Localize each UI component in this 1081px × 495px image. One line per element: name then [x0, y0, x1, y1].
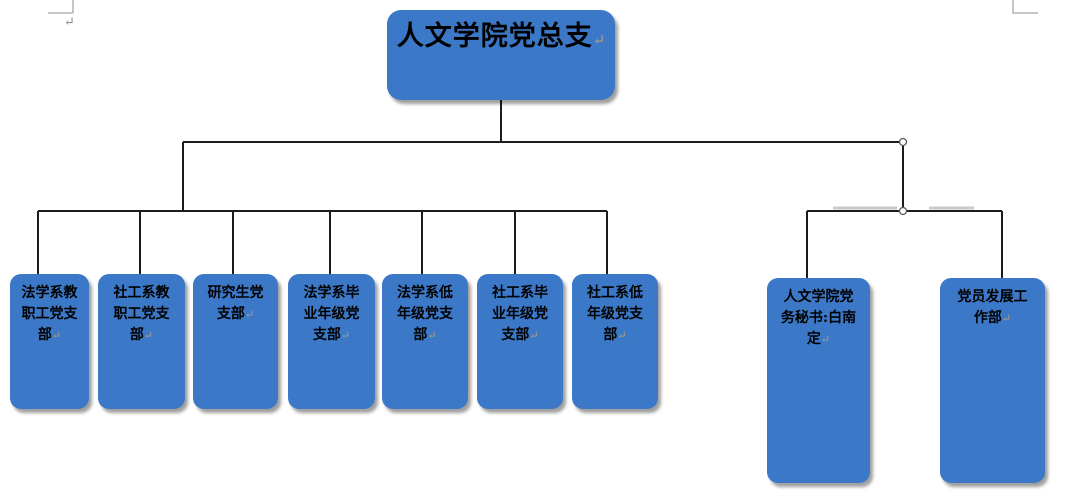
node-party-affairs-secretary[interactable]: 人文学院党务秘书:白南定↵	[767, 278, 870, 483]
text-boundary-marks	[48, 0, 1038, 14]
node-label-text: 党员发展工作部	[957, 289, 1028, 326]
node-label: 法学系低年级党支部↵	[395, 283, 455, 346]
node-label-text: 法学系教职工党支部	[21, 285, 78, 343]
node-label: 法学系毕业年级党支部↵	[302, 283, 362, 346]
node-label: 社工系毕业年级党支部↵	[490, 283, 550, 346]
paragraph-mark: ↵	[340, 329, 351, 342]
node-label-text: 社工系教职工党支部	[113, 285, 170, 343]
paragraph-mark: ↵	[244, 308, 255, 321]
paragraph-mark: ↵	[143, 329, 154, 342]
node-label: 法学系教职工党支部↵	[20, 283, 80, 346]
paragraph-mark: ↵	[51, 329, 62, 342]
paragraph-mark: ↵	[1001, 312, 1012, 325]
connector-lines	[37, 100, 1003, 279]
node-graduate-student-branch[interactable]: 研究生党支部↵	[193, 274, 278, 409]
node-member-development-dept[interactable]: 党员发展工作部↵	[940, 278, 1045, 483]
node-label-text: 人文学院党务秘书:白南定	[780, 289, 857, 347]
node-law-graduating-grade-branch[interactable]: 法学系毕业年级党支部↵	[288, 274, 375, 409]
node-label-text: 社工系低年级党支部	[587, 285, 643, 343]
node-label: 人文学院党务秘书:白南定↵	[780, 287, 858, 350]
node-social-work-graduating-grade-branch[interactable]: 社工系毕业年级党支部↵	[477, 274, 563, 409]
node-label: 研究生党支部↵	[206, 283, 266, 325]
node-law-lower-grade-branch[interactable]: 法学系低年级党支部↵	[382, 274, 468, 409]
paragraph-mark: ↵	[592, 31, 606, 49]
node-social-work-lower-grade-branch[interactable]: 社工系低年级党支部↵	[572, 274, 658, 409]
node-label: 社工系教职工党支部↵	[112, 283, 172, 346]
text-boundary-corner-top-right	[1012, 0, 1038, 14]
node-label-text: 人文学院党总支	[396, 21, 593, 52]
paragraph-mark: ↵	[617, 329, 627, 342]
node-label: 人文学院党总支↵	[397, 20, 606, 57]
node-label-text: 法学系低年级党支部	[397, 285, 453, 343]
node-label: 党员发展工作部↵	[954, 287, 1032, 329]
paragraph-mark: ↵	[64, 15, 75, 30]
paragraph-mark: ↵	[529, 329, 539, 342]
node-label-text: 社工系毕业年级党支部	[492, 285, 548, 343]
selection-handles	[898, 137, 908, 216]
paragraph-mark: ↵	[427, 329, 437, 342]
text-boundary-corner-top-left	[48, 0, 74, 14]
node-label-text: 研究生党支部	[207, 285, 264, 322]
connector-endpoint-handle[interactable]	[898, 137, 908, 147]
connector-endpoint-handle[interactable]	[898, 206, 908, 216]
node-label-text: 法学系毕业年级党支部	[303, 285, 360, 343]
node-party-general-branch[interactable]: 人文学院党总支↵	[387, 10, 615, 100]
paragraph-mark: ↵	[820, 333, 831, 346]
node-label: 社工系低年级党支部↵	[585, 283, 645, 346]
node-law-faculty-staff-branch[interactable]: 法学系教职工党支部↵	[10, 274, 89, 409]
node-social-work-faculty-staff-branch[interactable]: 社工系教职工党支部↵	[98, 274, 185, 409]
